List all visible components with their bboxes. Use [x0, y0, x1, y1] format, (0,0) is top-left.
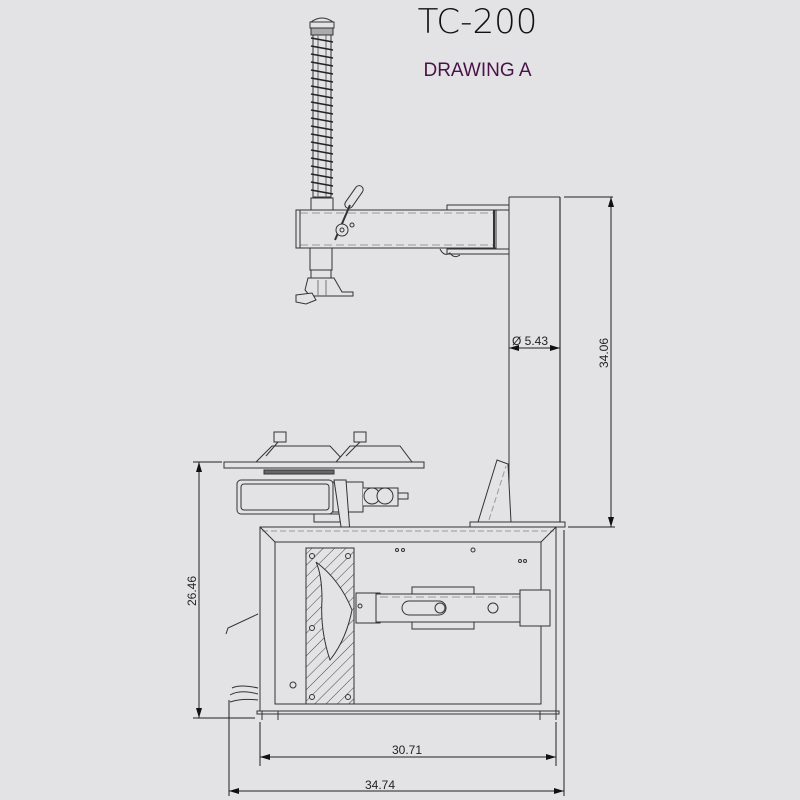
spring-column — [309, 17, 335, 211]
dim-table-height: 26.46 — [185, 576, 199, 606]
dim-post-diameter: Ø 5.43 — [512, 334, 548, 348]
drawing-label: DRAWING A — [423, 60, 532, 81]
dim-base-width: 30.71 — [392, 743, 422, 757]
swing-arm — [295, 185, 510, 258]
lock-lever — [334, 185, 364, 241]
tower-post — [469, 196, 566, 528]
model-title: TC-200 — [417, 2, 538, 42]
dim-overall-height: 34.06 — [597, 338, 611, 368]
dimension-lines — [193, 196, 615, 796]
dim-overall-width: 34.74 — [365, 778, 395, 792]
base-cabinet — [225, 526, 560, 720]
turntable — [223, 431, 425, 561]
mount-head — [295, 247, 354, 305]
